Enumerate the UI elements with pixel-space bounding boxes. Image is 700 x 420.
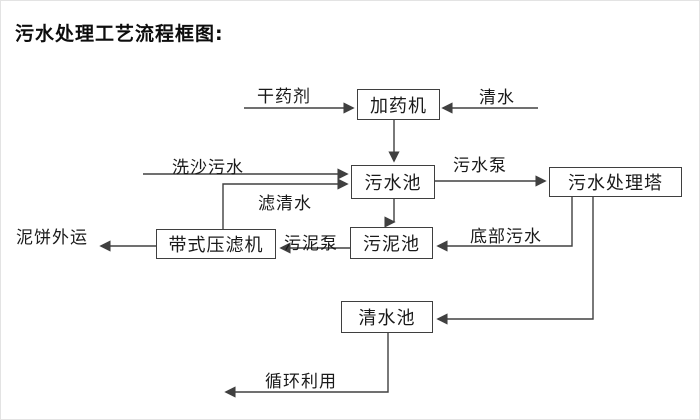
node-sewage-pool: 污水池	[351, 165, 435, 199]
label-recycling: 循环利用	[265, 372, 337, 392]
label-sludge-pump: 污泥泵	[284, 234, 338, 254]
label-clear-water: 清水	[479, 88, 515, 108]
label-dry-chemical: 干药剂	[257, 87, 311, 107]
label-mud-cake-out: 泥饼外运	[16, 228, 88, 248]
edge-recycling-out	[224, 333, 389, 398]
node-belt-filter-press: 带式压滤机	[156, 229, 276, 259]
node-clear-water-pool: 清水池	[341, 301, 433, 333]
label-filtered-water: 滤清水	[258, 194, 312, 214]
label-sand-washing-sewage: 洗沙污水	[172, 158, 244, 178]
label-bottom-sewage: 底部污水	[470, 227, 542, 247]
node-sludge-pool: 污泥池	[350, 227, 433, 259]
node-dosing-machine: 加药机	[357, 89, 440, 120]
label-sewage-pump: 污水泵	[453, 156, 507, 176]
edge-tower-to-clear-water-pool	[436, 197, 594, 325]
edge-filtered-water-to-sewage-pool	[222, 178, 349, 229]
node-treatment-tower: 污水处理塔	[549, 167, 682, 197]
edge-bottom-sewage-to-sludge-pool	[436, 197, 573, 252]
page-title: 污水处理工艺流程框图:	[15, 23, 224, 45]
